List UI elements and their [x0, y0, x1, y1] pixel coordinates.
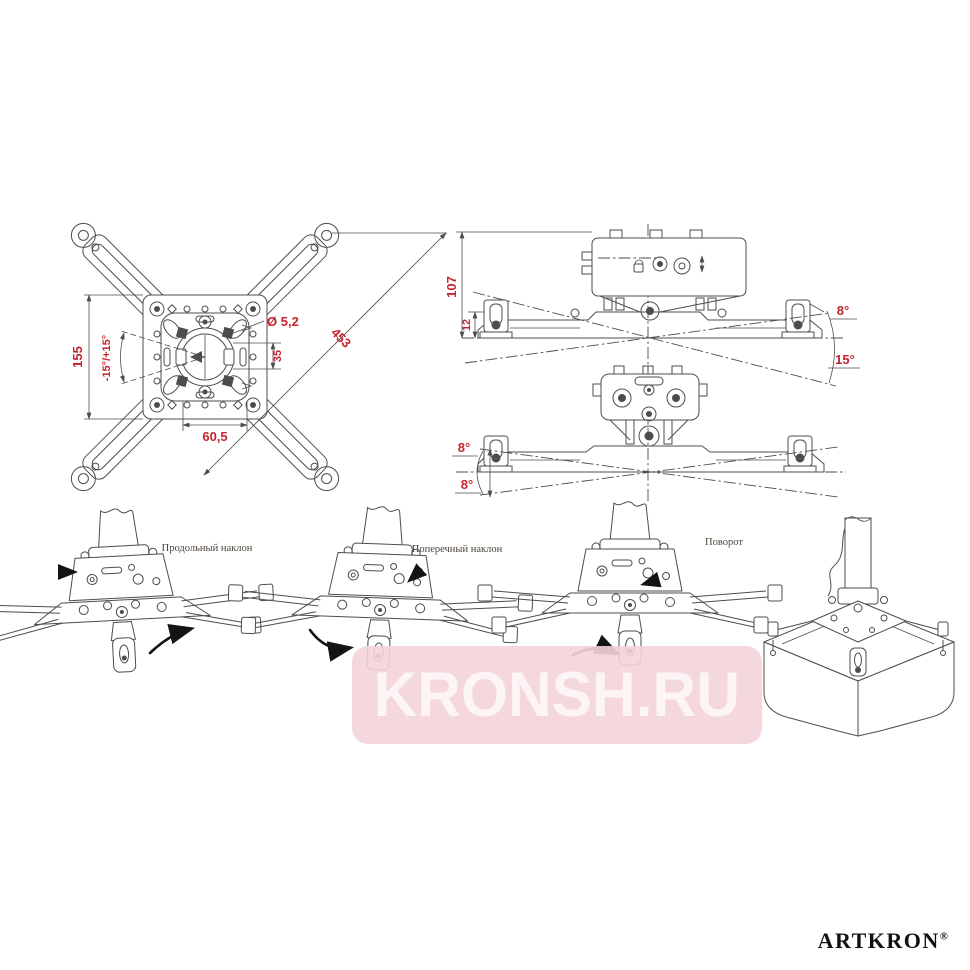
transverse-tilt-view — [225, 500, 537, 676]
dim-angle-8-front-bottom: 8° — [461, 477, 473, 492]
dim-angle-15-side: 15° — [835, 352, 855, 367]
rotation-view — [477, 501, 783, 666]
side-view-drawing: 107 12 8° 15° — [444, 224, 860, 392]
projector-3d-view — [763, 516, 955, 737]
tilt-arrow — [148, 623, 196, 655]
dim-155: 155 — [70, 346, 85, 368]
dim-angle-8-front-top: 8° — [458, 440, 470, 455]
adjust-arrow — [407, 563, 428, 583]
caption-longitudinal-tilt: Продольный наклон — [162, 543, 253, 554]
front-view-drawing: 8° 8° — [452, 365, 846, 502]
dim-35: 35 — [272, 350, 284, 362]
adjust-arrow — [640, 571, 662, 588]
dim-hole-diameter: Ø 5,2 — [267, 314, 299, 329]
caption-transverse-tilt: Поперечный наклон — [412, 544, 503, 555]
registered-trademark-icon: ® — [939, 930, 948, 943]
top-view-drawing: 155 -15°/+15° Ø 5,2 35 60,5 453 — [70, 222, 447, 492]
dim-angle-8-side: 8° — [837, 303, 849, 318]
watermark-banner: KRONSH.RU — [352, 646, 762, 744]
dim-60-5: 60,5 — [202, 429, 227, 444]
longitudinal-tilt-view — [0, 500, 278, 681]
watermark-text: KRONSH.RU — [373, 660, 741, 730]
dim-12: 12 — [461, 319, 473, 331]
dim-tilt-range: -15°/+15° — [101, 335, 113, 381]
dim-107: 107 — [444, 276, 459, 298]
caption-rotation: Поворот — [705, 537, 743, 548]
brand-name: ARTKRON — [817, 928, 940, 953]
tilt-arrow — [308, 628, 355, 662]
brand-logo: ARTKRON® — [818, 928, 948, 954]
